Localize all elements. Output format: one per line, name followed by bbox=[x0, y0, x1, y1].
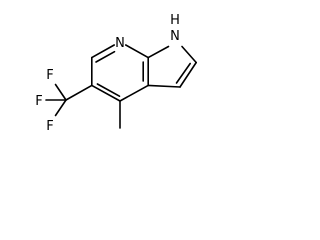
atom-f-top-label: F bbox=[46, 68, 53, 83]
atom-f-bottom-label: F bbox=[46, 119, 53, 134]
bond-c7a-n7 bbox=[125, 44, 149, 59]
bond-c7a-n1 bbox=[147, 45, 170, 59]
atom-n1-h-label: H bbox=[170, 13, 180, 28]
bond-c4-c3a bbox=[119, 84, 149, 102]
bond-n1-c2 bbox=[181, 45, 197, 64]
atom-n7-label: N bbox=[115, 36, 125, 51]
molecule-structure: N H N F F F bbox=[35, 13, 197, 134]
bond-c5-c4-inner bbox=[96, 83, 121, 97]
atom-n1-label: N bbox=[170, 29, 180, 44]
bond-n7-c6 bbox=[91, 44, 115, 59]
bond-c5-cf3 bbox=[65, 84, 93, 101]
bond-c3-c3a bbox=[147, 84, 181, 88]
atom-f-left-label: F bbox=[35, 94, 42, 109]
bond-c2-c3 bbox=[179, 61, 197, 88]
bond-c5-c4 bbox=[91, 84, 121, 102]
bond-cf3-f-top bbox=[54, 83, 67, 101]
bond-cf3-f-bottom bbox=[54, 99, 67, 117]
bond-c2-c3-inner bbox=[175, 62, 191, 84]
bond-n7-c6-inner bbox=[95, 50, 116, 63]
